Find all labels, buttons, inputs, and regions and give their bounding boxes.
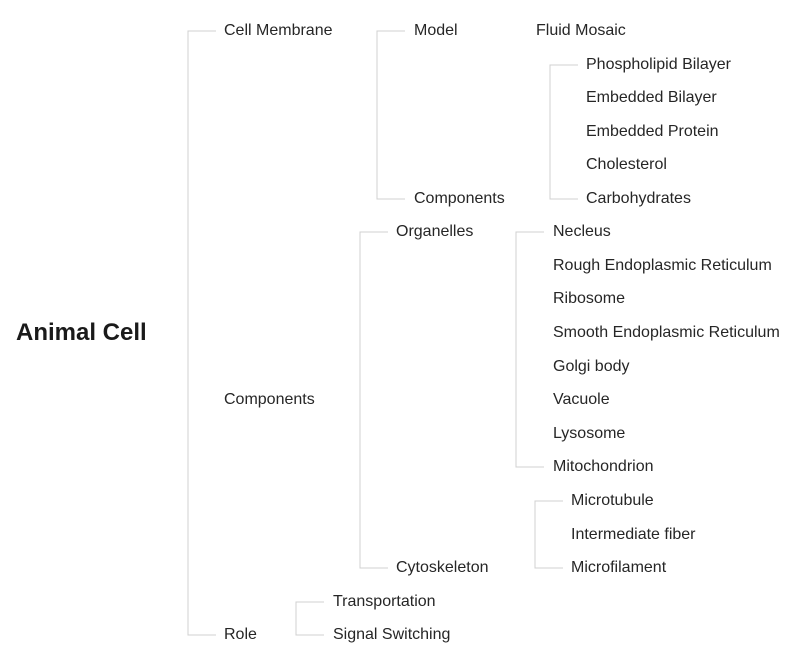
node-cytoskeleton[interactable]: Cytoskeleton — [396, 559, 489, 576]
node-phospholipid-bilayer[interactable]: Phospholipid Bilayer — [586, 56, 731, 73]
connector-organelles — [515, 231, 544, 468]
connector-root — [187, 30, 216, 636]
node-cholesterol[interactable]: Cholesterol — [586, 156, 667, 173]
node-necleus[interactable]: Necleus — [553, 223, 611, 240]
node-microtubule[interactable]: Microtubule — [571, 492, 654, 509]
node-carbohydrates[interactable]: Carbohydrates — [586, 190, 691, 207]
node-cell-membrane[interactable]: Cell Membrane — [224, 22, 333, 39]
connector-cytoskeleton — [534, 500, 563, 569]
node-model[interactable]: Model — [414, 22, 458, 39]
node-signal-switching[interactable]: Signal Switching — [333, 626, 451, 643]
node-golgi-body[interactable]: Golgi body — [553, 358, 630, 375]
node-embedded-bilayer[interactable]: Embedded Bilayer — [586, 89, 717, 106]
node-membrane-components[interactable]: Components — [414, 190, 505, 207]
connector-cell-membrane — [376, 30, 405, 200]
node-smooth-er[interactable]: Smooth Endoplasmic Reticulum — [553, 324, 780, 341]
connector-membrane-components — [549, 64, 578, 200]
node-vacuole[interactable]: Vacuole — [553, 391, 610, 408]
node-mitochondrion[interactable]: Mitochondrion — [553, 458, 654, 475]
connector-role — [295, 601, 324, 636]
node-transportation[interactable]: Transportation — [333, 593, 436, 610]
node-rough-er[interactable]: Rough Endoplasmic Reticulum — [553, 257, 772, 274]
node-microfilament[interactable]: Microfilament — [571, 559, 667, 576]
node-fluid-mosaic[interactable]: Fluid Mosaic — [536, 22, 626, 39]
node-embedded-protein[interactable]: Embedded Protein — [586, 123, 719, 140]
node-components[interactable]: Components — [224, 391, 315, 408]
connector-components — [359, 231, 388, 569]
root-node-animal-cell[interactable]: Animal Cell — [16, 319, 147, 346]
node-lysosome[interactable]: Lysosome — [553, 425, 626, 442]
node-ribosome[interactable]: Ribosome — [553, 290, 626, 307]
node-intermediate-fiber[interactable]: Intermediate fiber — [571, 526, 696, 543]
node-role[interactable]: Role — [224, 626, 257, 643]
node-organelles[interactable]: Organelles — [396, 223, 474, 240]
